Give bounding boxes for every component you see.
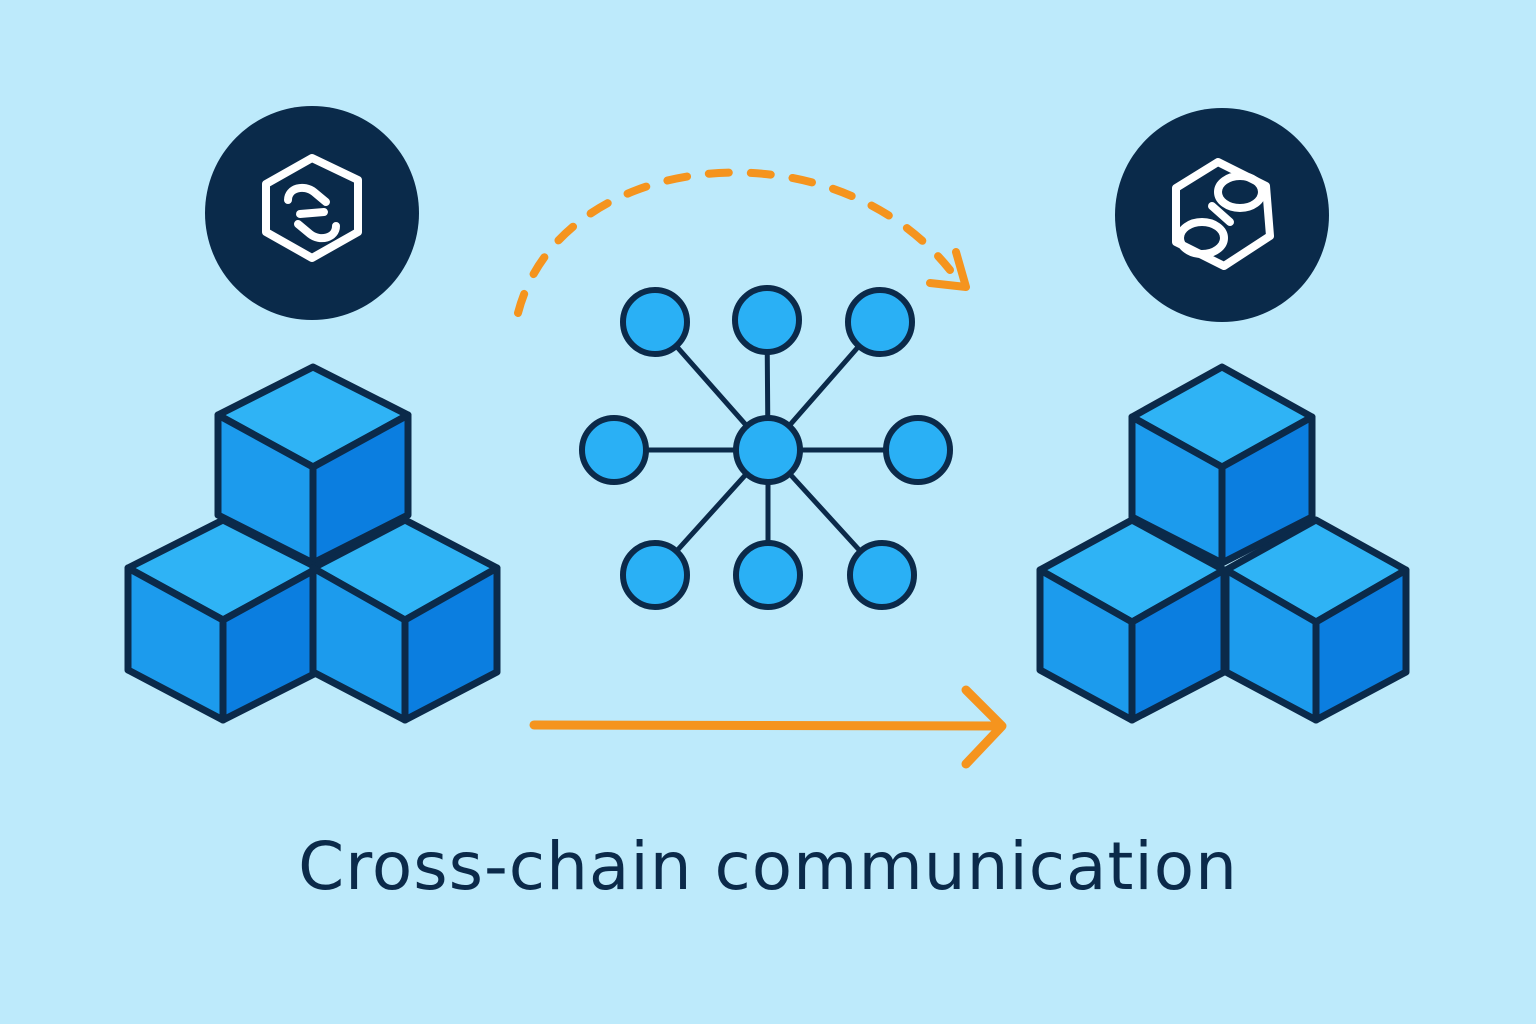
chain-link-icon [262,154,362,262]
network-node [883,415,953,485]
network-node [732,285,802,355]
solid-arrow [529,685,1007,769]
network-hub-icon [579,285,953,610]
chain-link-icon [1172,158,1274,270]
left-chain-badge [205,106,419,320]
network-nodes [579,285,953,610]
diagram-caption: Cross-chain communication [298,828,1238,905]
dashed-arc-arrow [514,168,970,317]
right-chain-badge [1115,108,1329,322]
network-node [845,287,915,357]
right-bottom-right-cube [1222,516,1410,724]
network-node [847,540,917,610]
left-bottom-right-cube [309,516,501,724]
network-node [733,540,803,610]
network-node [620,540,690,610]
right-top-cube [1128,363,1316,567]
left-bottom-left-cube [124,516,322,724]
right-blockchain-cubes [1036,363,1410,724]
network-node [579,415,649,485]
network-hub-node [733,415,803,485]
left-blockchain-cubes [124,363,501,724]
network-node [620,287,690,357]
right-bottom-left-cube [1036,516,1228,724]
